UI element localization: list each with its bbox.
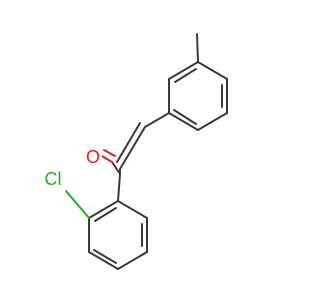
tolyl-ring [168, 61, 228, 131]
chemical-structure-canvas: O Cl [38, 33, 228, 270]
enone-chain [111, 112, 170, 175]
methyl-bond [196, 33, 199, 63]
aryl-ketone-bond [117, 173, 121, 202]
chlorophenyl-ring [88, 200, 148, 270]
chlorine-atom-label: Cl [38, 170, 68, 188]
carbon-chlorine-bond [65, 190, 90, 219]
carbonyl-bond [101, 149, 116, 163]
oxygen-atom-label: O [84, 147, 102, 167]
molecule-drawing [65, 33, 228, 270]
